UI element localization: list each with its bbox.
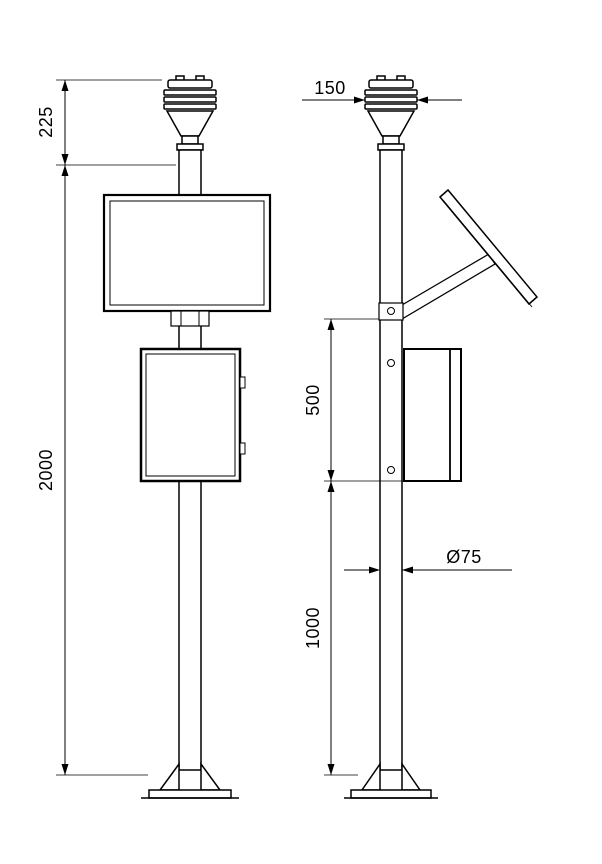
cabinet-hinge: [239, 376, 246, 389]
sensor-flange: [176, 143, 204, 151]
dim-label-total-height: 2000: [36, 449, 56, 491]
base-flange-front: [141, 761, 239, 799]
dim-lower-pole: 1000: [303, 481, 358, 776]
sensor-plate: [163, 103, 217, 110]
control-cabinet-front: [139, 347, 246, 483]
arrow-left-icon: [402, 566, 413, 574]
arrow-up-icon: [61, 80, 69, 91]
dim-sensor-width: 150: [302, 78, 462, 104]
panel-mounting-bracket: [170, 310, 210, 327]
dim-sensor-height: 225: [36, 79, 176, 166]
sensor-cap: [167, 79, 213, 89]
sensor-cap: [368, 79, 414, 89]
sensor-body: [366, 110, 416, 137]
dim-label-lower-pole: 1000: [303, 607, 323, 649]
front-view: [102, 75, 272, 799]
arrow-down-icon: [61, 764, 69, 775]
bolt-icon: [387, 359, 395, 367]
solar-panel-strut: [401, 253, 496, 321]
gusset: [158, 761, 180, 791]
sensor-neck: [382, 135, 400, 145]
solar-bracket: [378, 302, 404, 321]
gusset: [360, 761, 381, 791]
arrow-right-icon: [354, 96, 365, 104]
weather-sensor-side-icon: [364, 75, 418, 151]
dim-label-pole-diameter: Ø75: [446, 547, 482, 567]
arrow-up-icon: [327, 481, 335, 492]
sensor-flange: [377, 143, 405, 151]
cabinet-hinge: [239, 442, 246, 455]
dim-total-height: 2000: [36, 165, 148, 776]
sensor-plate: [364, 96, 418, 103]
sensor-plate: [364, 89, 418, 96]
arrow-right-icon: [369, 566, 380, 574]
dim-pole-diameter: Ø75: [344, 547, 512, 574]
bolt-icon: [387, 307, 395, 315]
gusset: [200, 761, 222, 791]
dim-label-cabinet-span: 500: [303, 384, 323, 416]
sensor-plate: [163, 89, 217, 96]
dim-label-sensor-width: 150: [314, 78, 346, 98]
bolt-icon: [387, 466, 395, 474]
arrow-up-icon: [327, 319, 335, 330]
arrow-left-icon: [417, 96, 428, 104]
weather-sensor-front-icon: [163, 75, 217, 151]
gusset: [401, 761, 422, 791]
control-cabinet-side: [387, 348, 462, 482]
sensor-plate: [364, 103, 418, 110]
base-flange-side: [344, 761, 438, 799]
sensor-neck: [181, 135, 199, 145]
arrow-down-icon: [61, 154, 69, 165]
arrow-up-icon: [61, 165, 69, 176]
arrow-down-icon: [327, 764, 335, 775]
arrow-down-icon: [327, 470, 335, 481]
pole-side: [379, 149, 403, 771]
sensor-body: [165, 110, 215, 137]
dim-cabinet-span: 500: [303, 318, 403, 482]
dim-label-sensor-height: 225: [36, 106, 56, 138]
display-panel: [102, 193, 272, 313]
side-view: [344, 75, 539, 799]
sensor-plate: [163, 96, 217, 103]
solar-panel-face-line: [442, 199, 533, 308]
